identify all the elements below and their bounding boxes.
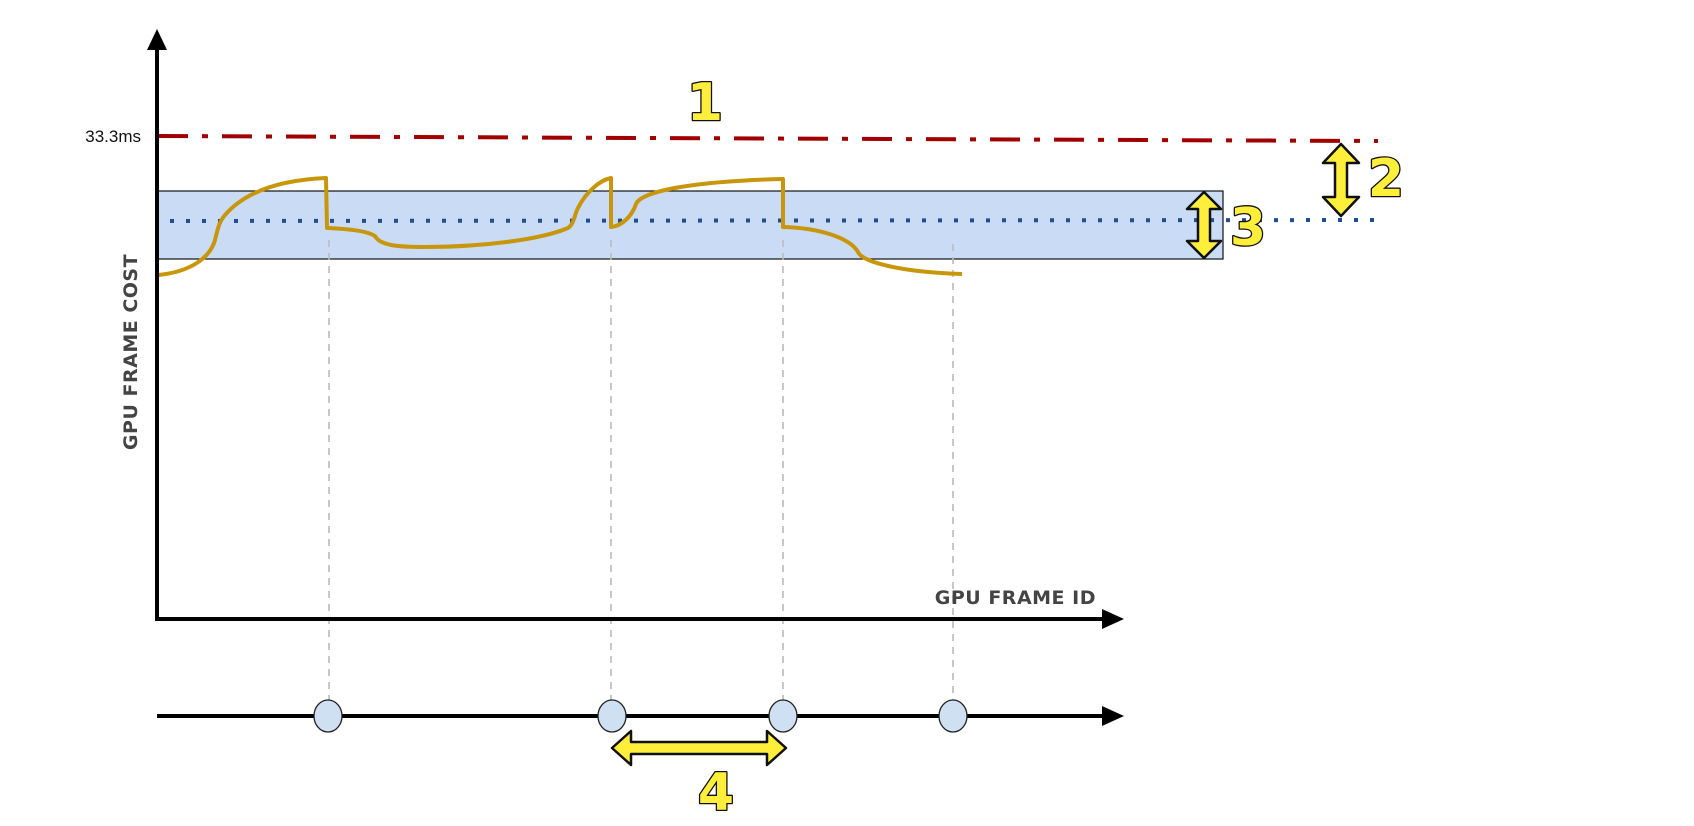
callout-1: 1 (687, 73, 723, 133)
callout-2: 2 (1368, 149, 1404, 209)
timeline-marker (313, 699, 343, 733)
timeline-marker (768, 699, 798, 733)
threshold-label: 33.3ms (85, 127, 141, 146)
callout-4: 4 (698, 763, 734, 823)
double-arrow-icon (1185, 190, 1223, 260)
double-arrow-icon (610, 729, 788, 767)
x-axis-label: GPU FRAME ID (935, 587, 1096, 609)
timeline-marker (597, 699, 627, 733)
double-arrow-icon (1321, 142, 1361, 218)
threshold-line (157, 134, 1379, 143)
variance-band (157, 190, 1224, 260)
timeline-marker (938, 699, 968, 733)
frame-timeline (157, 699, 1124, 733)
callout-3: 3 (1230, 198, 1266, 258)
x-axis (155, 609, 1124, 629)
frame-gridlines (328, 240, 954, 700)
cost-curve (157, 176, 963, 277)
y-axis (147, 29, 167, 619)
y-axis-label: GPU FRAME COST (120, 254, 142, 450)
